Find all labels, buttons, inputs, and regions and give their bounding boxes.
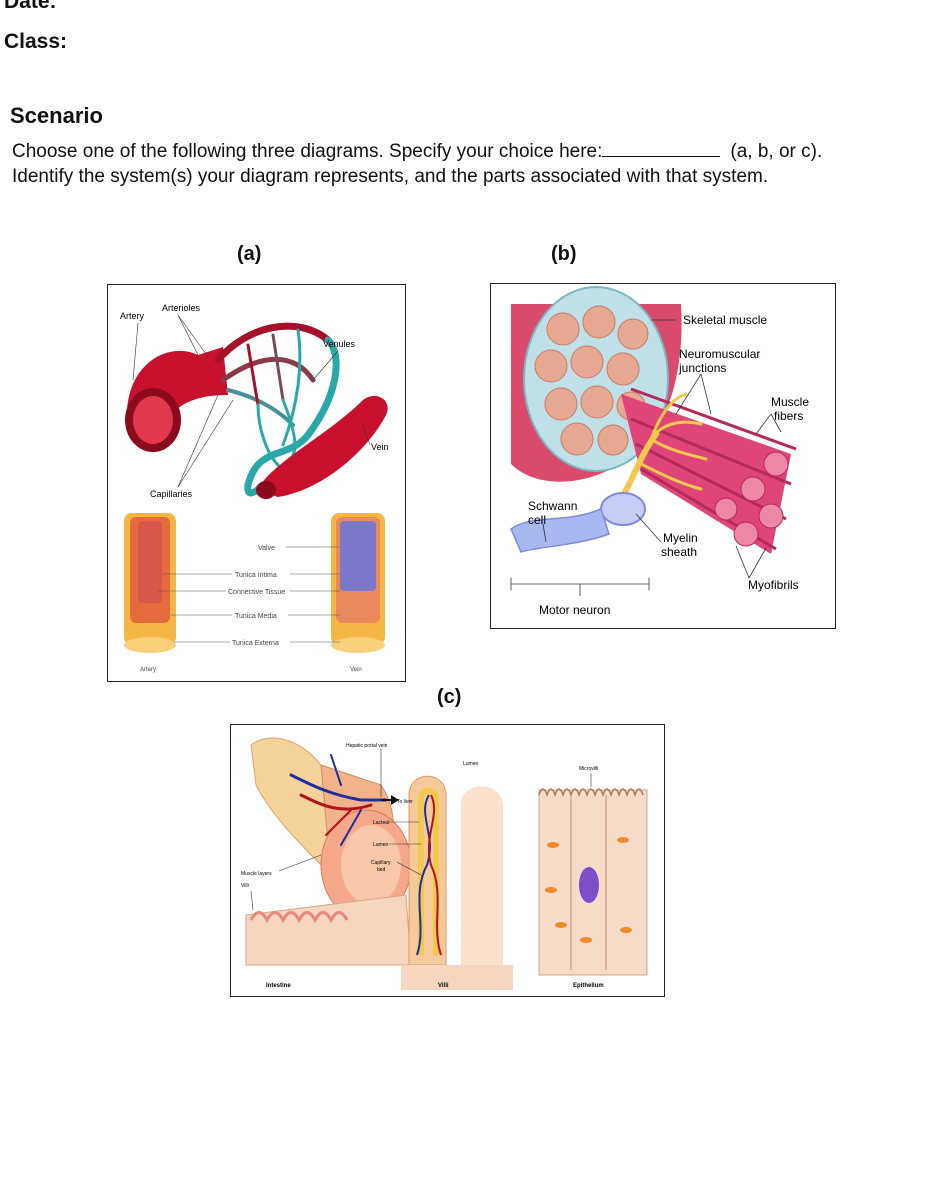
choice-blank[interactable]	[602, 138, 721, 157]
vein-shape	[258, 395, 388, 497]
muscle-fiber-bundle	[621, 387, 797, 554]
epithelium-illustration	[538, 788, 648, 976]
vein-opening	[256, 481, 276, 499]
panel-b-label: (b)	[551, 243, 577, 265]
label-venules: Venules	[323, 339, 356, 349]
leader-lines-c	[250, 773, 592, 911]
label-skeletal-muscle: Skeletal muscle	[683, 313, 767, 327]
label-vein-bottom: Vein	[350, 667, 362, 673]
label-vein: Vein	[371, 442, 389, 452]
label-epithelium: Epithelium	[573, 983, 604, 989]
label-villi-small: Villi	[241, 883, 249, 889]
label-muscle-layers: Muscle layers	[241, 871, 272, 877]
date-label: Date:	[4, 0, 57, 13]
panel-c-label: (c)	[437, 686, 462, 708]
label-to-liver: To liver	[397, 799, 413, 805]
leader-lines-b	[510, 319, 782, 596]
choice-options: (a, b, or c).	[730, 141, 823, 162]
label-arterioles: Arterioles	[162, 303, 201, 313]
label-tunica-media: Tunica Media	[235, 613, 277, 620]
capillary-network	[214, 322, 340, 497]
schwann-cell-axon	[510, 507, 610, 553]
label-tunica-intima: Tunica Intima	[235, 572, 277, 579]
class-label: Class:	[4, 30, 68, 53]
label-villi: Villi	[438, 983, 449, 989]
leader-lines-a-bottom	[158, 546, 340, 643]
label-schwann-1: Schwann	[528, 499, 577, 513]
vein-cross-section	[331, 513, 385, 653]
label-myelin-2: sheath	[661, 545, 697, 559]
diagram-a-blood-vessels[interactable]: Artery Arterioles Venules Vein Capillari…	[107, 284, 406, 682]
label-capillary-2: bed	[377, 867, 386, 873]
intestine-illustration	[245, 737, 412, 966]
label-lumen-top: Lumen	[463, 761, 479, 767]
label-artery: Artery	[120, 311, 145, 321]
label-lumen-mid: Lumen	[373, 842, 389, 848]
label-hepatic-portal-vein: Hepatic portal vein	[346, 743, 388, 749]
label-schwann-2: cell	[528, 513, 546, 527]
to-liver-arrowhead	[391, 795, 399, 805]
panel-a-label: (a)	[237, 243, 262, 265]
scenario-title: Scenario	[10, 103, 103, 128]
villus-illustration	[401, 775, 513, 990]
instruction-text: Choose one of the following three diagra…	[12, 141, 603, 162]
label-myofibrils: Myofibrils	[748, 578, 799, 592]
diagram-b-neuromuscular[interactable]: Skeletal muscle Neuromuscular junctions …	[490, 283, 836, 629]
instruction-line-2: Identify the system(s) your diagram repr…	[12, 166, 769, 187]
label-intestine: Intestine	[266, 983, 291, 989]
label-capillary-1: Capillary	[371, 860, 391, 866]
artery-cross-section	[124, 513, 176, 653]
myelin-sheath	[600, 492, 646, 526]
label-neuromuscular-1: Neuromuscular	[679, 347, 760, 361]
label-valve: Valve	[258, 545, 275, 552]
label-muscle-fibers-2: fibers	[774, 409, 803, 423]
artery-lumen	[133, 396, 173, 444]
label-capillaries: Capillaries	[150, 489, 193, 499]
label-artery-bottom: Artery	[140, 667, 156, 673]
intestine-blood-vessels	[289, 754, 388, 846]
label-muscle-fibers-1: Muscle	[771, 395, 809, 409]
instruction-line-1: Choose one of the following three diagra…	[12, 138, 822, 163]
label-myelin-1: Myelin	[663, 531, 698, 545]
label-motor-neuron: Motor neuron	[539, 603, 610, 617]
label-lacteal: Lacteal	[373, 820, 389, 826]
label-neuromuscular-2: junctions	[678, 361, 726, 375]
leader-lines-a	[132, 314, 371, 488]
muscle-fiber-sections	[534, 305, 649, 456]
diagram-c-digestive[interactable]: Hepatic portal vein To liver Lumen Micro…	[230, 724, 665, 997]
label-microvilli: Microvilli	[579, 766, 598, 772]
label-tunica-externa: Tunica Externa	[232, 640, 279, 647]
label-connective-tissue: Connective Tissue	[228, 589, 285, 596]
